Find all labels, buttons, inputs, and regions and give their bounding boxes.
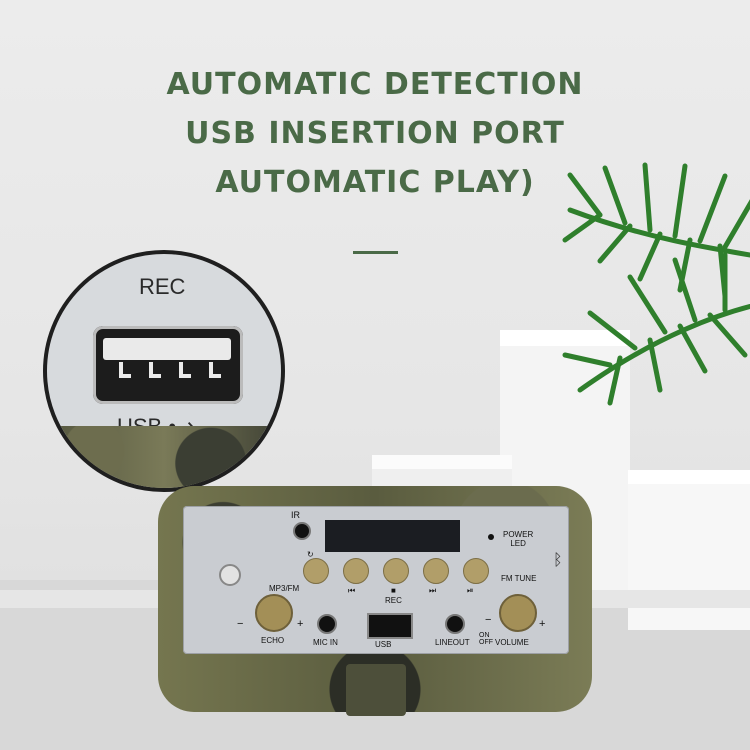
mic-in-jack[interactable]: [317, 614, 337, 634]
volume-plus: +: [539, 618, 546, 630]
play-pause-button[interactable]: [463, 558, 489, 584]
led-display: [325, 520, 460, 552]
lineout-label: LINEOUT: [435, 638, 470, 647]
power-led-label: POWER LED: [503, 530, 534, 548]
ir-sensor: [293, 522, 311, 540]
lineout-jack[interactable]: [445, 614, 465, 634]
zoom-rec-label: REC: [139, 274, 186, 299]
next-button[interactable]: [423, 558, 449, 584]
ir-label: IR: [291, 510, 300, 520]
headline-line-3: AUTOMATIC PLAY): [215, 165, 535, 200]
headline: AUTOMATIC DETECTION USB INSERTION PORT A…: [0, 60, 750, 207]
headline-line-1: AUTOMATIC DETECTION: [166, 67, 584, 102]
mp3-fm-label: MP3/FM: [269, 584, 300, 593]
play-pause-icon: ⏯: [467, 586, 474, 595]
power-led-indicator: [488, 534, 494, 540]
usb-port-tongue: [103, 338, 231, 360]
mic-in-label: MIC IN: [313, 638, 338, 647]
clip-stand: [346, 664, 406, 716]
camo-housing-edge: [47, 426, 281, 488]
mode-indicator-light: [219, 564, 241, 586]
previous-button[interactable]: [343, 558, 369, 584]
volume-label: VOLUME: [495, 638, 529, 647]
echo-minus: −: [237, 618, 244, 630]
usb-port[interactable]: [367, 613, 413, 639]
zoom-usb-port: [93, 326, 243, 404]
repeat-icon: ↻: [307, 550, 314, 559]
headline-divider: [353, 251, 398, 254]
rec-button[interactable]: [383, 558, 409, 584]
stop-icon: ■: [391, 586, 396, 595]
echo-plus: +: [297, 618, 304, 630]
echo-label: ECHO: [261, 636, 285, 645]
rec-button-label: REC: [385, 596, 402, 605]
echo-knob[interactable]: [255, 594, 293, 632]
control-panel: IR POWER LED ᛒ ↻ ⏮ ■ REC ⏭ ⏯ MP3/FM FM T…: [183, 506, 569, 654]
fm-tune-label: FM TUNE: [501, 574, 537, 583]
on-off-label: ON OFF: [479, 632, 493, 646]
headline-line-2: USB INSERTION PORT: [185, 116, 565, 151]
repeat-button[interactable]: [303, 558, 329, 584]
palm-leaf: [562, 162, 750, 406]
next-icon: ⏭: [429, 586, 437, 595]
usb-label: USB: [375, 640, 392, 649]
usb-port-zoom-callout: REC USB •⇀: [43, 250, 285, 492]
volume-knob[interactable]: [499, 594, 537, 632]
bluetooth-icon: ᛒ: [553, 550, 563, 569]
volume-minus: −: [485, 614, 492, 626]
previous-icon: ⏮: [348, 586, 356, 595]
usb-port-contacts: [119, 362, 221, 378]
